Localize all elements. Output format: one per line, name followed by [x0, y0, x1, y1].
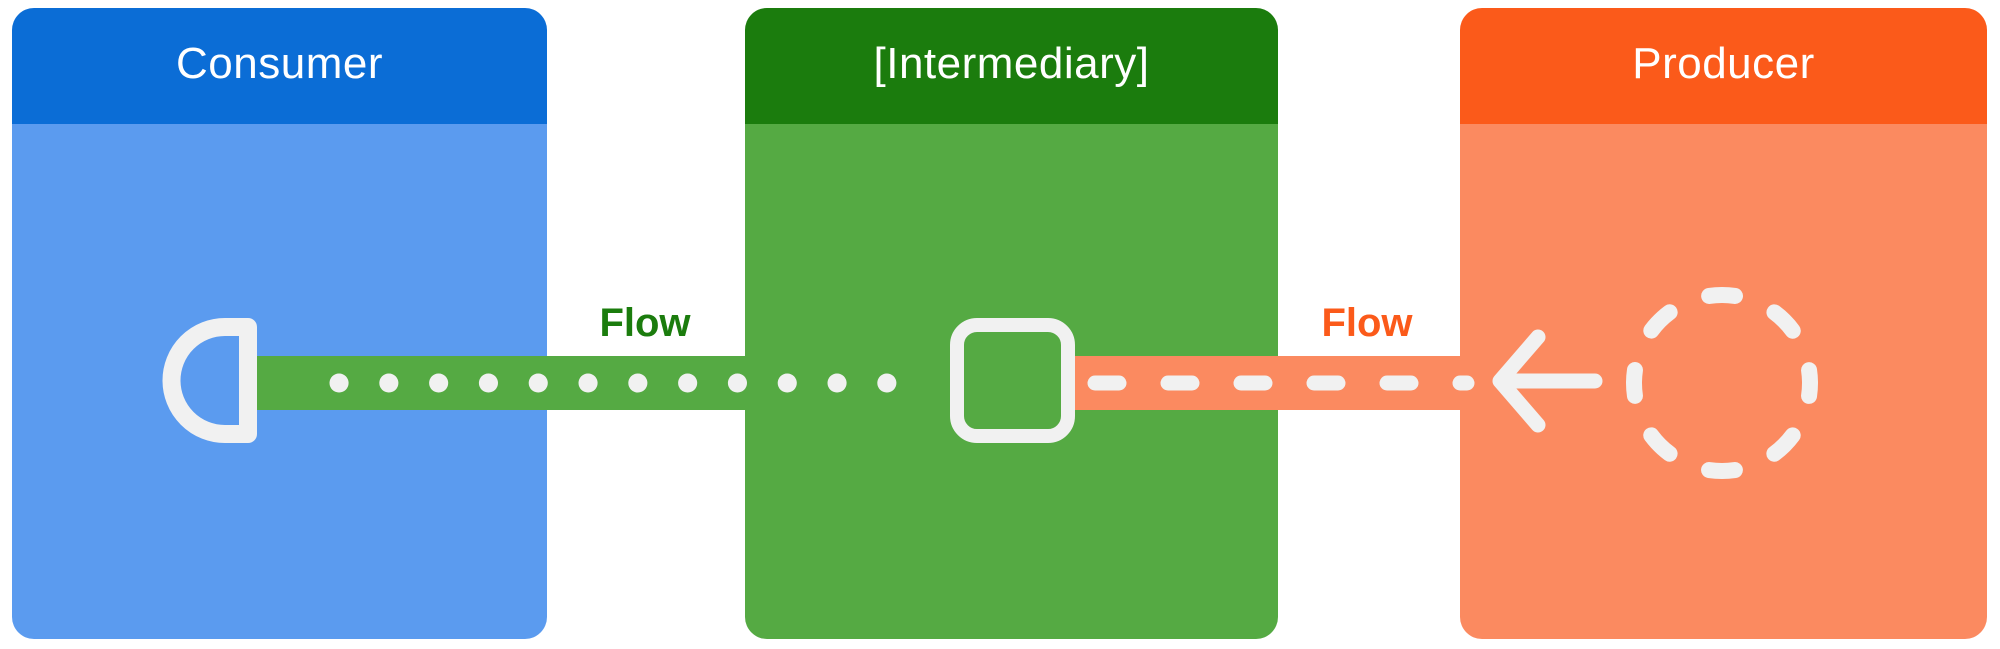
- producer-title: Producer: [1632, 39, 1815, 88]
- left-arrow-icon: [1492, 329, 1603, 433]
- intermediary-header: [Intermediary]: [745, 8, 1278, 124]
- consumer-header: Consumer: [12, 8, 547, 124]
- flow-label-left: Flow: [599, 301, 691, 345]
- dashed-circle-icon: [1626, 287, 1818, 479]
- square-node-icon: [950, 318, 1075, 443]
- socket-endpoint-icon: [162, 318, 257, 443]
- producer-header: Producer: [1460, 8, 1987, 124]
- flow-label-right: Flow: [1321, 301, 1413, 345]
- intermediary-title: [Intermediary]: [873, 39, 1150, 88]
- consumer-title: Consumer: [176, 39, 383, 88]
